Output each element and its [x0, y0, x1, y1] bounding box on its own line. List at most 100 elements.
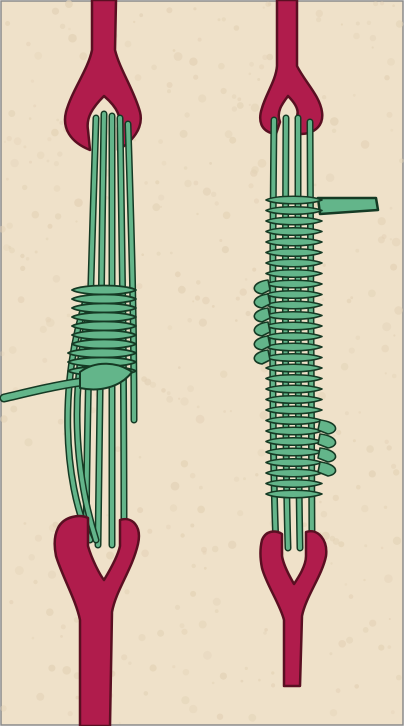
- texture-speck: [222, 17, 226, 21]
- texture-speck: [168, 325, 173, 330]
- texture-speck: [139, 13, 143, 17]
- right-tail-end: [318, 198, 378, 214]
- texture-speck: [29, 161, 32, 164]
- texture-speck: [137, 283, 143, 289]
- texture-speck: [369, 470, 376, 477]
- texture-speck: [241, 680, 244, 683]
- texture-speck: [378, 236, 385, 243]
- texture-speck: [32, 211, 40, 219]
- texture-speck: [68, 28, 71, 31]
- texture-speck: [393, 469, 399, 475]
- texture-speck: [9, 600, 13, 604]
- texture-speck: [175, 605, 180, 610]
- texture-speck: [353, 33, 360, 40]
- texture-speck: [62, 666, 71, 675]
- texture-speck: [180, 623, 185, 628]
- texture-speck: [178, 398, 180, 400]
- texture-speck: [271, 683, 275, 687]
- texture-speck: [212, 682, 215, 685]
- texture-speck: [209, 162, 212, 165]
- wrap-turn: [72, 295, 136, 304]
- texture-speck: [251, 166, 259, 174]
- texture-speck: [193, 7, 196, 10]
- texture-speck: [18, 296, 25, 303]
- wrap-turn: [266, 228, 322, 236]
- texture-speck: [388, 645, 392, 649]
- left-wrapping-turns: [68, 286, 136, 390]
- texture-speck: [347, 299, 352, 304]
- texture-speck: [33, 104, 36, 107]
- wrap-turn: [266, 238, 322, 246]
- texture-speck: [24, 522, 27, 525]
- texture-speck: [258, 159, 267, 168]
- texture-speck: [170, 252, 173, 255]
- right-wrapping-turns: [266, 196, 322, 498]
- texture-speck: [390, 238, 392, 240]
- texture-speck: [353, 439, 356, 442]
- texture-speck: [314, 184, 317, 187]
- texture-speck: [394, 306, 403, 315]
- texture-speck: [330, 709, 337, 716]
- wrap-turn: [266, 354, 322, 362]
- texture-speck: [389, 618, 391, 620]
- texture-speck: [10, 159, 18, 167]
- texture-speck: [178, 286, 186, 294]
- texture-speck: [56, 119, 59, 122]
- texture-speck: [356, 336, 361, 341]
- wrap-turn: [72, 322, 136, 331]
- texture-speck: [65, 0, 73, 8]
- texture-speck: [267, 54, 274, 61]
- texture-speck: [167, 391, 171, 395]
- texture-speck: [68, 711, 73, 716]
- texture-speck: [133, 21, 135, 23]
- texture-speck: [15, 566, 24, 575]
- texture-speck: [144, 379, 151, 386]
- texture-speck: [181, 460, 188, 467]
- texture-speck: [4, 141, 6, 143]
- texture-speck: [57, 151, 62, 156]
- texture-speck: [141, 253, 144, 256]
- texture-speck: [34, 52, 42, 60]
- texture-speck: [180, 130, 188, 138]
- wrap-turn: [266, 207, 322, 215]
- texture-speck: [152, 203, 160, 211]
- texture-speck: [225, 130, 233, 138]
- texture-speck: [263, 631, 267, 635]
- texture-speck: [353, 94, 356, 97]
- texture-speck: [31, 80, 34, 83]
- texture-speck: [184, 180, 191, 187]
- texture-speck: [212, 305, 215, 308]
- texture-speck: [396, 20, 404, 28]
- texture-speck: [121, 654, 127, 660]
- texture-speck: [349, 594, 354, 599]
- texture-speck: [187, 385, 194, 392]
- texture-speck: [220, 673, 227, 680]
- texture-speck: [48, 665, 55, 672]
- texture-speck: [258, 449, 266, 457]
- texture-speck: [235, 319, 238, 322]
- texture-speck: [24, 438, 32, 446]
- texture-speck: [79, 52, 87, 60]
- texture-speck: [8, 246, 11, 249]
- wrap-turn: [266, 490, 322, 498]
- texture-speck: [246, 311, 251, 316]
- wrap-turn: [266, 217, 322, 225]
- texture-speck: [189, 58, 197, 66]
- texture-speck: [232, 94, 237, 99]
- texture-speck: [36, 693, 44, 701]
- texture-speck: [385, 372, 387, 374]
- texture-speck: [139, 456, 142, 459]
- texture-speck: [184, 166, 188, 170]
- texture-speck: [184, 112, 189, 117]
- texture-speck: [260, 411, 268, 419]
- wrap-turn: [266, 322, 322, 330]
- texture-speck: [60, 635, 63, 638]
- wrap-turn: [266, 469, 322, 477]
- texture-speck: [138, 634, 145, 641]
- texture-speck: [68, 34, 77, 43]
- texture-speck: [203, 651, 212, 660]
- texture-speck: [230, 410, 232, 412]
- texture-speck: [390, 129, 393, 132]
- texture-speck: [367, 21, 371, 25]
